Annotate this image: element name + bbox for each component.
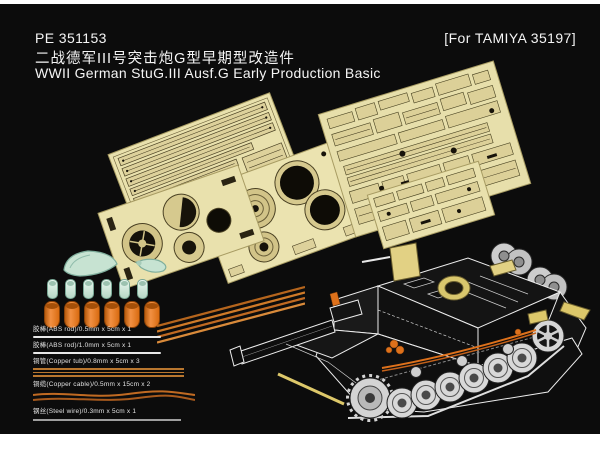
orange-cyl bbox=[124, 301, 140, 328]
orange-cyl bbox=[64, 301, 80, 328]
materials-list: 胶棒(ABS rod)/0.5mm x 5cm x 1 胶棒(ABS rod)/… bbox=[33, 326, 223, 421]
gun-recuperator bbox=[329, 299, 363, 323]
mint-cyl bbox=[137, 279, 148, 299]
material-label: 胶棒(ABS rod)/0.5mm x 5cm x 1 bbox=[33, 326, 132, 333]
copper-tube-samples bbox=[33, 368, 223, 377]
orange-cyl bbox=[104, 301, 120, 328]
pe-accent-parts bbox=[389, 242, 591, 325]
title-english: WWII German StuG.III Ausf.G Early Produc… bbox=[35, 65, 381, 81]
material-row: 胶棒(ABS rod)/1.0mm x 5cm x 1 bbox=[33, 342, 223, 354]
copper-tube-line bbox=[156, 291, 306, 333]
idler-wheel bbox=[531, 319, 565, 353]
skirt-rail-accent bbox=[277, 372, 345, 406]
product-code: PE 351153 bbox=[35, 30, 107, 46]
mint-cyl bbox=[101, 279, 112, 299]
pe-fret-fan-covers bbox=[97, 164, 265, 290]
material-label: 铜缆(Copper cable)/0.5mm x 15cm x 2 bbox=[33, 380, 151, 388]
orange-cyl bbox=[84, 301, 100, 328]
orange-cylinder-row bbox=[44, 301, 160, 328]
material-row: 胶棒(ABS rod)/0.5mm x 5cm x 1 bbox=[33, 326, 223, 338]
gun-muzzle bbox=[229, 345, 245, 367]
mint-cyl bbox=[83, 279, 94, 299]
material-row: 铜缆(Copper cable)/0.5mm x 15cm x 2 bbox=[33, 381, 223, 404]
material-label: 胶棒(ABS rod)/1.0mm x 5cm x 1 bbox=[33, 342, 132, 349]
rear-flap-accent bbox=[527, 309, 549, 325]
shield-plate-accent bbox=[389, 242, 421, 282]
tow-cable-accent bbox=[381, 329, 537, 369]
pe-fret-small bbox=[366, 160, 496, 250]
mint-cyl bbox=[119, 279, 130, 299]
abs-rod-sample bbox=[33, 352, 161, 354]
material-row: 钢丝(Steel wire)/0.3mm x 5cm x 1 bbox=[33, 408, 223, 421]
material-label: 钢丝(Steel wire)/0.3mm x 5cm x 1 bbox=[33, 407, 137, 415]
deck-box-accent bbox=[489, 259, 517, 277]
copper-lines-svg bbox=[156, 285, 306, 344]
stug-line-drawing bbox=[229, 242, 591, 422]
title-chinese: 二战德军III号突击炮G型早期型改造件 bbox=[35, 51, 295, 67]
resin-mantlet-piece bbox=[63, 250, 118, 277]
steel-wire-sample bbox=[33, 418, 181, 421]
track-run bbox=[347, 345, 565, 419]
mint-cyl bbox=[65, 279, 76, 299]
copper-cable-samples bbox=[33, 389, 195, 401]
orange-cyl bbox=[144, 301, 160, 328]
orange-fittings bbox=[329, 291, 522, 355]
material-row: 铜管(Copper tub)/0.8mm x 5cm x 3 bbox=[33, 358, 223, 377]
return-rollers bbox=[410, 343, 514, 378]
copper-tube-line bbox=[156, 296, 306, 339]
photo-area: PE 351153 [For TAMIYA 35197] 二战德军III号突击炮… bbox=[0, 4, 600, 434]
abs-rod-sample bbox=[33, 336, 161, 338]
road-wheels bbox=[386, 342, 538, 419]
mg-barrel bbox=[361, 256, 391, 263]
mint-cyl bbox=[47, 279, 58, 299]
orange-cyl bbox=[44, 301, 60, 328]
resin-barrel-piece bbox=[135, 258, 167, 273]
copper-tube-line bbox=[156, 285, 306, 328]
material-label: 铜管(Copper tub)/0.8mm x 5cm x 3 bbox=[33, 358, 140, 365]
rear-fender-accent bbox=[559, 301, 591, 321]
mint-cylinder-row bbox=[47, 279, 148, 299]
copper-tube-line bbox=[156, 302, 306, 344]
kit-compatibility: [For TAMIYA 35197] bbox=[444, 30, 576, 46]
copper-tubes-display bbox=[156, 285, 306, 344]
